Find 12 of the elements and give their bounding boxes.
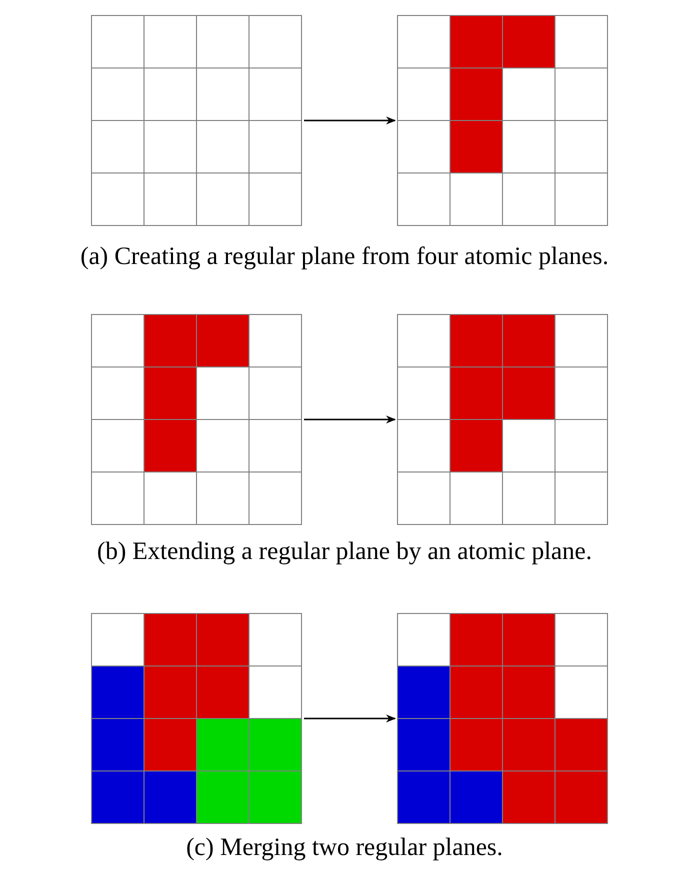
figure-caption: (b) Extending a regular plane by an atomic plane.: [97, 538, 592, 566]
grid-drawing: [91, 314, 302, 525]
grid-drawing: [91, 613, 302, 824]
grid-drawing: [91, 15, 302, 226]
grid-drawing: [397, 613, 608, 824]
grid-drawing: [397, 15, 608, 226]
arrow: [304, 714, 396, 722]
figure-caption: (c) Merging two regular planes.: [186, 834, 503, 862]
arrow: [304, 416, 396, 424]
figure-caption: (a) Creating a regular plane from four atomic planes.: [80, 243, 609, 271]
arrow: [304, 116, 396, 124]
grid-drawing: [397, 314, 608, 525]
